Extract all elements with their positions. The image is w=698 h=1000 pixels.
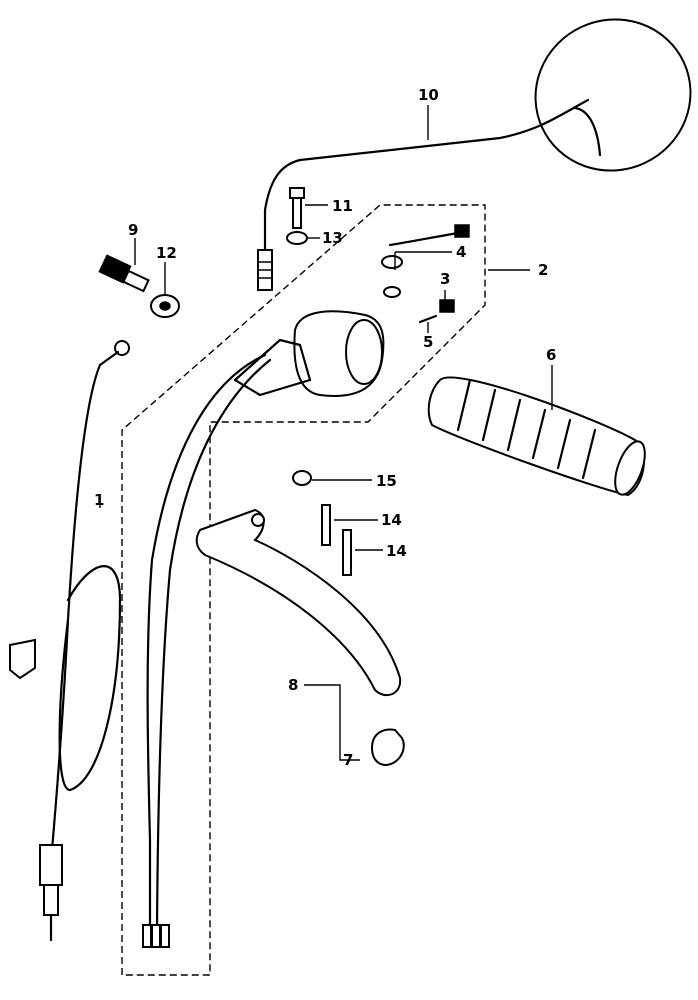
callout-13: 13 xyxy=(322,229,343,247)
switch-housing-2 xyxy=(142,310,385,948)
bolt-11 xyxy=(289,187,305,229)
bolt-14b xyxy=(342,529,352,576)
callout-5: 5 xyxy=(423,333,433,351)
mirror-assembly xyxy=(257,18,692,291)
callout-15: 15 xyxy=(376,472,397,490)
callout-2: 2 xyxy=(538,261,548,279)
lever-8 xyxy=(195,508,402,697)
clutch-cable xyxy=(39,340,130,942)
callout-3: 3 xyxy=(440,270,450,288)
callout-6: 6 xyxy=(546,346,556,364)
lever-cover-7 xyxy=(370,728,405,767)
washer-3 xyxy=(383,286,401,298)
callout-14a: 14 xyxy=(381,511,402,529)
callout-11: 11 xyxy=(332,197,353,215)
leader-lines xyxy=(99,105,553,761)
washer-4 xyxy=(381,255,403,269)
callout-12: 12 xyxy=(156,244,177,262)
callout-1: 1 xyxy=(94,491,104,509)
callout-4: 4 xyxy=(456,243,466,261)
nut-3 xyxy=(439,299,455,313)
mirror-stay xyxy=(263,98,590,257)
callout-8: 8 xyxy=(288,676,298,694)
terminal-4 xyxy=(388,230,467,247)
washer-13 xyxy=(286,231,308,245)
grip-6 xyxy=(427,376,646,497)
mirror-head xyxy=(534,18,692,172)
callout-10: 10 xyxy=(418,86,439,104)
callout-14b: 14 xyxy=(386,542,407,560)
bolt-14a xyxy=(321,504,331,546)
callout-9: 9 xyxy=(128,221,138,239)
nut-15 xyxy=(292,470,312,486)
switch-assembly-boundary xyxy=(121,204,486,976)
adjuster-9 xyxy=(98,254,150,293)
callout-7: 7 xyxy=(343,751,353,769)
screw-5 xyxy=(418,314,438,324)
cable-clip xyxy=(9,638,36,680)
switch-wiring xyxy=(146,353,267,932)
